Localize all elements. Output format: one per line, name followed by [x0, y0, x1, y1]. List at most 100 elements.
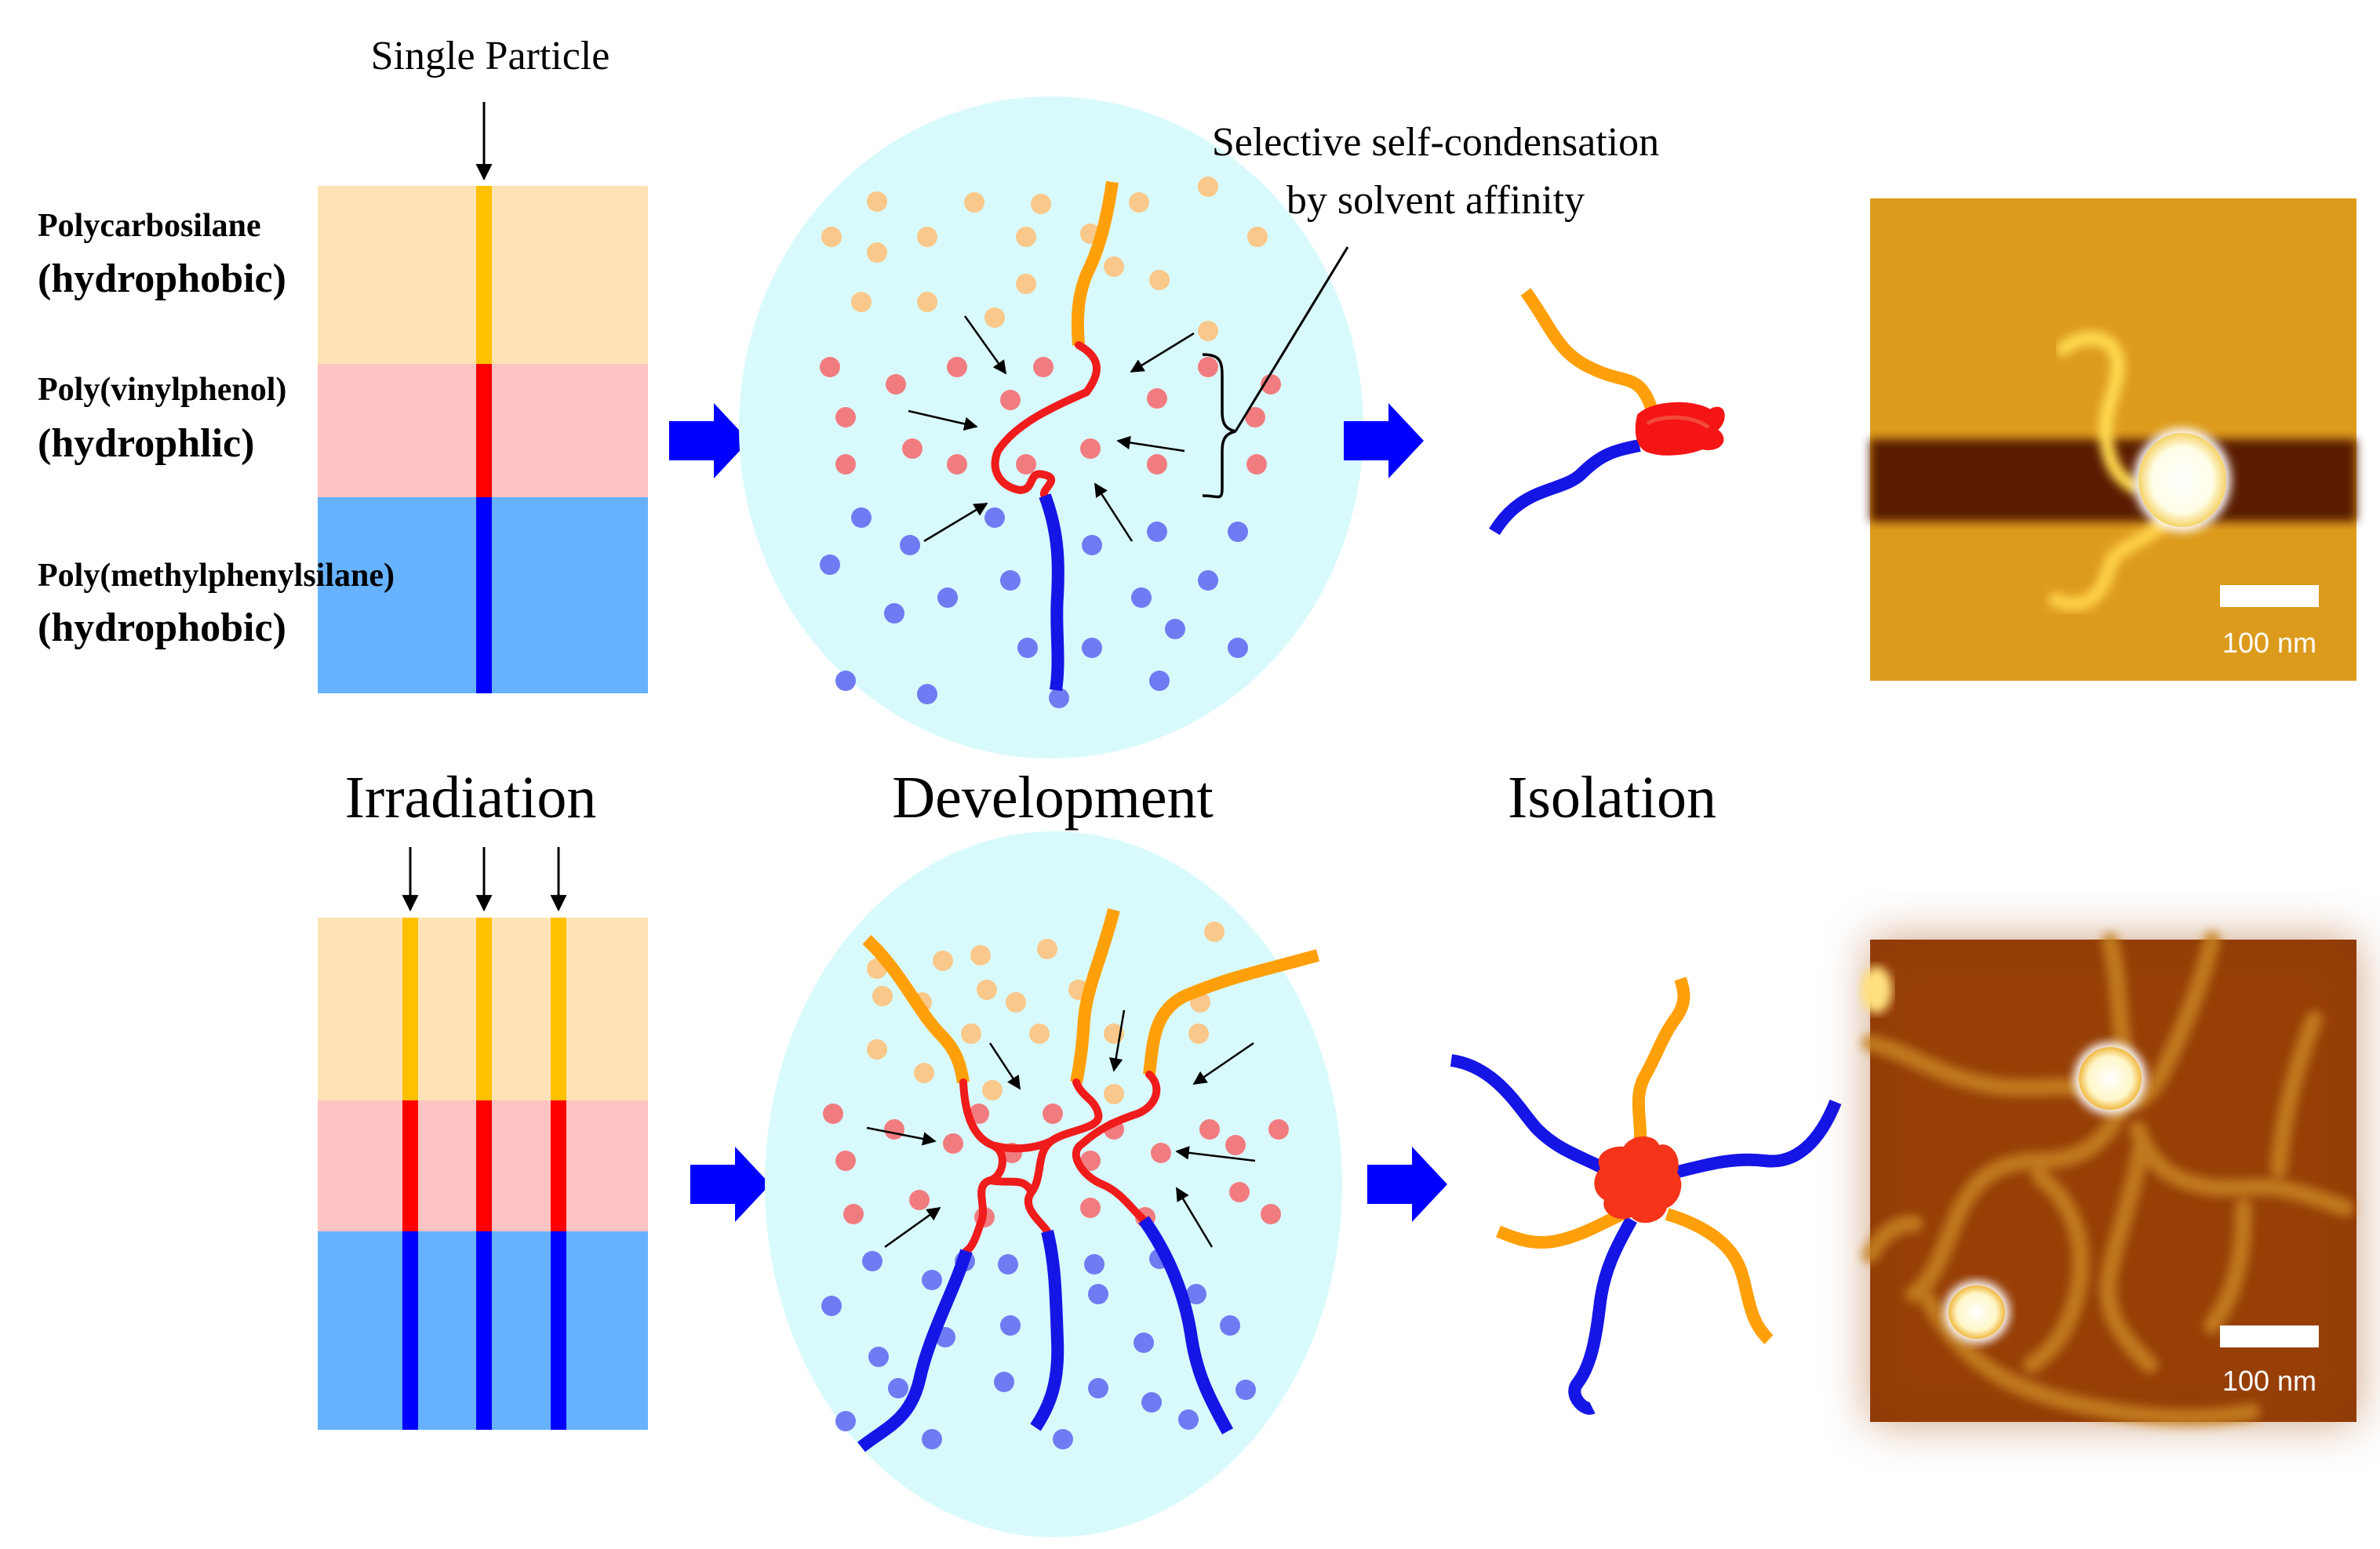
red-chain-top	[991, 341, 1101, 500]
hydrophobic-label-2: (hydrophobic)	[38, 605, 286, 650]
orange-chain	[1070, 908, 1120, 1084]
solvent-molecule-orange	[1016, 274, 1036, 294]
solvent-molecule-pink	[884, 1119, 904, 1140]
solvent-molecule-orange	[867, 1039, 887, 1060]
solvent-molecule-blue	[1000, 1315, 1021, 1336]
solvent-molecule-blue	[1082, 638, 1102, 658]
solvent-molecule-pink	[1245, 407, 1265, 427]
solvent-molecule-pink	[1043, 1104, 1063, 1124]
scale-bar-label-top: 100 nm	[2222, 627, 2316, 659]
process-arrow-top-2	[1344, 403, 1424, 478]
solvent-molecule-blue	[835, 1411, 856, 1431]
solvent-molecule-pink	[1151, 1143, 1171, 1163]
solvent-molecule-blue	[820, 555, 840, 575]
solvent-molecule-pink	[947, 357, 967, 377]
affinity-arrow	[1175, 1187, 1214, 1248]
track-yellow-segment	[551, 918, 566, 1100]
isolated-particle-bottom	[1450, 976, 1842, 1415]
film-stack-bottom	[318, 918, 648, 1430]
solvent-molecule-orange	[1016, 227, 1036, 247]
solvent-molecule-orange	[970, 945, 991, 965]
affinity-arrow	[1116, 435, 1185, 453]
solvent-molecule-blue	[1198, 570, 1218, 591]
affinity-arrow	[1094, 482, 1134, 542]
orange-arm	[1665, 1208, 1774, 1344]
red-core-highlight	[1646, 415, 1710, 430]
solvent-molecule-blue	[862, 1251, 882, 1271]
solvent-molecule-orange	[851, 292, 872, 312]
solvent-molecule-orange	[867, 242, 887, 263]
solvent-molecule-blue	[984, 507, 1005, 528]
solvent-circle-top	[739, 96, 1363, 758]
orange-chain	[1143, 949, 1320, 1075]
solvent-molecule-blue	[1149, 671, 1170, 691]
solvent-molecule-pink	[1016, 454, 1036, 475]
solvent-molecule-pink	[969, 1104, 989, 1124]
track-blue-segment	[476, 497, 492, 693]
solvent-molecule-blue	[1088, 1378, 1108, 1398]
annotation-line-1: Selective self-condensation	[1212, 120, 1659, 165]
solvent-molecule-orange	[1198, 321, 1218, 341]
track-blue-segment	[476, 1231, 492, 1430]
affinity-arrow	[1108, 1009, 1126, 1072]
blue-chain	[1138, 1216, 1233, 1434]
solvent-molecule-blue	[1049, 688, 1069, 708]
solvent-molecule-blue	[1228, 638, 1248, 658]
solvent-molecule-blue	[851, 507, 872, 528]
solvent-molecule-orange	[1188, 1024, 1209, 1044]
solvent-molecule-orange	[872, 986, 893, 1006]
affinity-arrow	[884, 1206, 941, 1249]
afm-image-top: 100 nm	[1870, 198, 2356, 681]
solvent-molecule-blue	[937, 587, 958, 608]
solvent-molecule-pink	[820, 357, 840, 377]
solvent-molecule-orange	[1204, 922, 1225, 942]
solvent-molecule-pink	[1080, 1198, 1101, 1218]
solvent-molecule-orange	[1104, 256, 1124, 277]
solvent-molecule-blue	[1228, 522, 1248, 542]
blue-arm	[1450, 1054, 1619, 1180]
solvent-molecule-orange	[917, 227, 937, 247]
blue-arm	[1673, 1099, 1842, 1179]
blue-chain-top	[1039, 493, 1064, 692]
solvent-molecule-pink	[1198, 357, 1218, 377]
orange-chain-top	[1071, 180, 1119, 346]
orange-chain	[862, 935, 970, 1084]
red-network	[959, 1071, 1161, 1255]
solvent-molecule-blue	[900, 535, 920, 555]
solvent-molecule-blue	[922, 1270, 942, 1290]
hydrophilic-label: (hydrophlic)	[38, 421, 254, 466]
solvent-molecule-orange	[917, 292, 937, 312]
orange-chain	[1520, 288, 1658, 410]
solvent-molecule-blue	[1084, 1254, 1104, 1274]
solvent-molecule-pink	[843, 1204, 864, 1224]
solvent-molecule-blue	[1186, 1284, 1206, 1304]
blue-chain	[1489, 439, 1641, 536]
solvent-molecule-pink	[835, 1151, 856, 1171]
solvent-molecule-pink	[947, 454, 967, 475]
solvent-molecule-blue	[917, 684, 937, 704]
solvent-molecule-blue	[884, 603, 904, 624]
solvent-molecule-orange	[1031, 194, 1051, 214]
affinity-arrow	[866, 1126, 937, 1146]
polyvinylphenol-label: Poly(vinylphenol)	[38, 372, 286, 408]
blue-chain	[857, 1249, 973, 1453]
solvent-molecule-pink	[1261, 374, 1281, 395]
track-red-segment	[476, 364, 492, 497]
solvent-molecule-orange	[1029, 1024, 1050, 1044]
afm-image-bottom: 100 nm	[1861, 931, 2356, 1427]
polymethylphenylsilane-label: Poly(methylphenylsilane)	[38, 558, 395, 594]
solvent-molecule-orange	[1104, 1084, 1124, 1104]
affinity-arrow	[1175, 1146, 1256, 1162]
solvent-molecule-pink	[886, 374, 906, 395]
blue-arm	[1568, 1216, 1637, 1415]
solvent-molecule-pink	[1225, 1135, 1246, 1155]
solvent-molecule-pink	[943, 1133, 963, 1154]
solvent-molecule-pink	[1261, 1204, 1281, 1224]
solvent-molecule-orange	[1198, 176, 1218, 197]
solvent-molecule-pink	[1268, 1119, 1289, 1140]
hydrophobic-label-1: (hydrophobic)	[38, 256, 286, 301]
process-arrow-bottom-2	[1367, 1147, 1447, 1222]
red-core	[1594, 1136, 1682, 1224]
solvent-molecule-blue	[1053, 1429, 1073, 1449]
step-isolation: Isolation	[1508, 765, 1716, 831]
